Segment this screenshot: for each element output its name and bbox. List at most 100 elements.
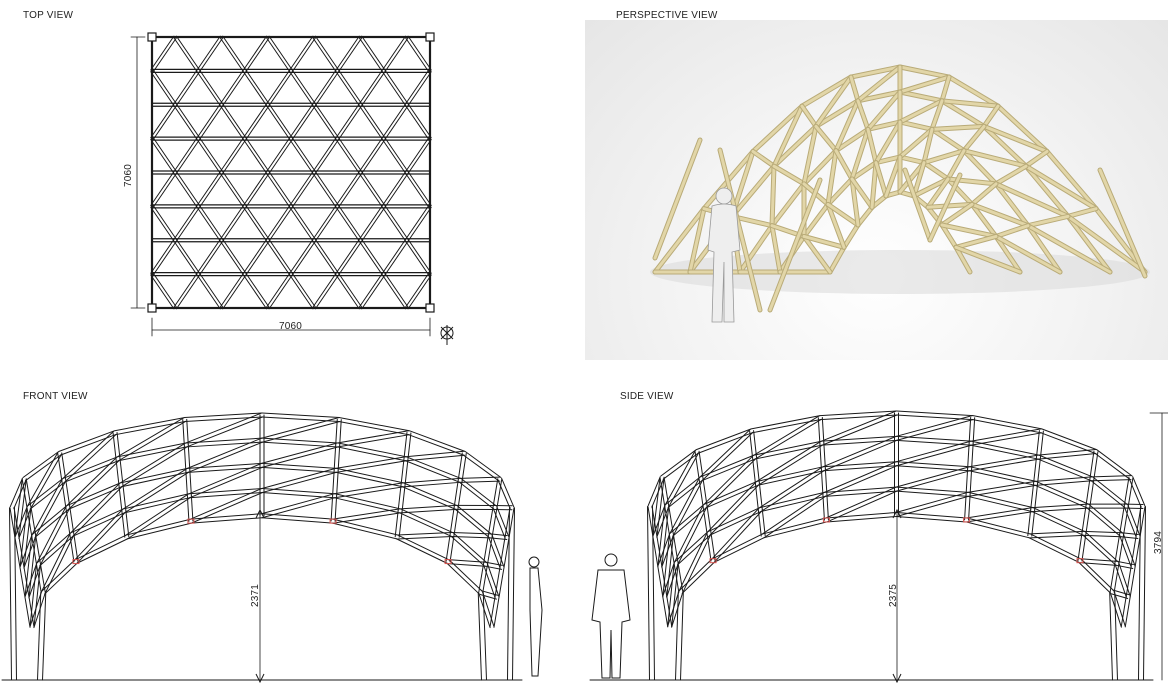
side-ring-strut bbox=[1084, 531, 1119, 563]
side-diag-strut bbox=[1120, 536, 1139, 539]
side-diag-strut bbox=[752, 415, 820, 456]
front-vert-strut bbox=[398, 510, 403, 538]
front-vert-strut bbox=[400, 458, 405, 486]
front-diag-strut bbox=[188, 463, 262, 495]
side-diag-strut bbox=[1091, 479, 1132, 482]
side-diag-strut bbox=[662, 534, 670, 597]
timber-strut bbox=[1024, 164, 1070, 218]
front-diag-strut bbox=[189, 466, 264, 499]
front-diag-strut bbox=[19, 506, 28, 568]
front-vert-strut bbox=[57, 453, 63, 482]
top-diagonal bbox=[314, 238, 340, 274]
top-diagonal bbox=[289, 138, 314, 174]
timber-strut bbox=[946, 149, 966, 181]
top-diagonal bbox=[335, 138, 360, 174]
top-diagonal bbox=[338, 205, 363, 240]
top-diagonal bbox=[291, 172, 316, 208]
timber-strut bbox=[874, 120, 902, 165]
top-diagonal bbox=[381, 206, 407, 242]
side-diag-strut bbox=[703, 455, 754, 506]
timber-strut bbox=[954, 234, 998, 249]
side-vert-strut bbox=[826, 493, 829, 521]
top-diagonal bbox=[335, 171, 360, 207]
timber-strut bbox=[912, 161, 926, 198]
top-diagonal bbox=[291, 205, 316, 240]
top-diagonal bbox=[361, 138, 386, 174]
front-ring-strut bbox=[397, 534, 450, 561]
top-diagonal bbox=[150, 35, 175, 71]
front-diag-strut bbox=[65, 456, 118, 507]
front-vert-strut bbox=[457, 480, 463, 509]
front-diag-strut bbox=[332, 512, 401, 524]
side-diag-strut bbox=[896, 419, 974, 441]
side-leg bbox=[679, 591, 684, 681]
timber-strut bbox=[834, 149, 854, 181]
timber-strut bbox=[1066, 214, 1147, 274]
top-diagonal bbox=[219, 105, 244, 140]
timber-strut bbox=[982, 104, 1000, 128]
side-diag-strut bbox=[661, 505, 670, 568]
side-vert-strut bbox=[659, 477, 666, 507]
side-vert-strut bbox=[821, 416, 825, 444]
top-view-dim-width: 7060 bbox=[279, 321, 303, 332]
timber-strut bbox=[856, 90, 902, 103]
side-ring-strut bbox=[667, 479, 703, 509]
top-diagonal bbox=[242, 238, 268, 274]
top-diagonal bbox=[405, 37, 430, 73]
side-ring-strut bbox=[1109, 592, 1122, 628]
top-diagonal bbox=[335, 71, 360, 107]
front-vert-strut bbox=[499, 536, 506, 568]
timber-strut bbox=[930, 99, 944, 131]
timber-strut bbox=[1045, 150, 1098, 211]
front-vert-strut bbox=[453, 479, 459, 508]
top-diagonal bbox=[266, 137, 291, 173]
side-diag-strut bbox=[667, 562, 675, 627]
side-ring-strut bbox=[965, 521, 1030, 539]
front-diag-strut bbox=[185, 412, 262, 444]
timber-strut bbox=[947, 75, 1000, 108]
timber-strut bbox=[994, 234, 1022, 274]
side-vert-strut bbox=[824, 468, 828, 495]
top-diagonal bbox=[358, 37, 383, 73]
side-vert-strut bbox=[1134, 536, 1141, 568]
timber-strut bbox=[802, 234, 846, 249]
top-diagonal bbox=[361, 238, 386, 274]
front-diag-strut bbox=[26, 451, 59, 507]
front-ring-strut bbox=[395, 538, 448, 564]
front-diag-strut bbox=[399, 504, 457, 510]
top-diagonal bbox=[222, 71, 247, 107]
top-diagonal bbox=[245, 69, 270, 105]
side-vert-strut bbox=[1077, 532, 1083, 561]
top-diagonal bbox=[222, 138, 247, 174]
top-diagonal bbox=[335, 35, 360, 71]
front-vert-strut bbox=[186, 495, 190, 522]
front-diag-strut bbox=[335, 456, 407, 469]
timber-strut bbox=[898, 65, 951, 79]
front-diag-strut bbox=[39, 507, 71, 566]
top-diagonal bbox=[199, 172, 224, 208]
timber-strut bbox=[814, 124, 838, 153]
side-vert-strut bbox=[1089, 450, 1095, 480]
timber-strut bbox=[970, 182, 998, 206]
top-diagonal bbox=[289, 206, 314, 242]
front-vert-strut bbox=[187, 444, 191, 471]
timber-strut bbox=[688, 207, 706, 274]
top-diagonal bbox=[291, 37, 316, 73]
side-leg bbox=[1109, 591, 1114, 681]
front-diag-strut bbox=[405, 450, 465, 458]
top-diagonal bbox=[384, 272, 409, 308]
side-vert-strut bbox=[1036, 430, 1040, 458]
top-diagonal bbox=[199, 69, 224, 105]
front-diag-strut bbox=[35, 480, 67, 538]
front-diag-strut bbox=[68, 459, 120, 510]
timber-strut bbox=[856, 205, 874, 227]
top-diagonal bbox=[245, 272, 270, 308]
timber-strut bbox=[928, 173, 962, 242]
front-diag-strut bbox=[29, 563, 38, 628]
front-ring-strut bbox=[487, 536, 501, 569]
front-diag-strut bbox=[260, 493, 335, 515]
top-diagonal bbox=[338, 137, 363, 173]
front-diag-strut bbox=[44, 534, 75, 594]
front-vert-strut bbox=[445, 533, 451, 562]
timber-strut bbox=[770, 164, 776, 228]
